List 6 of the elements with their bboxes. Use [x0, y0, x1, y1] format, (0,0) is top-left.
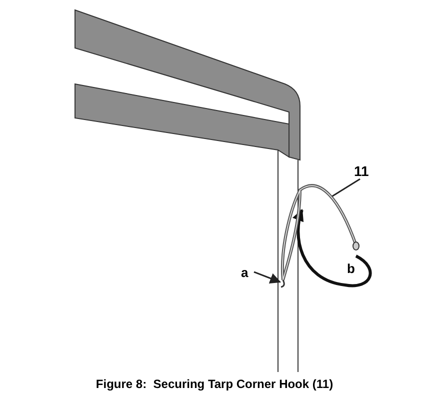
callout-label: b — [347, 262, 355, 275]
figure-caption: Figure 8: Securing Tarp Corner Hook (11) — [94, 378, 334, 390]
pointer-arrow — [254, 271, 282, 284]
callout-label: a — [241, 266, 248, 279]
leader-line — [330, 178, 360, 198]
callout-label: 11 — [354, 164, 369, 178]
